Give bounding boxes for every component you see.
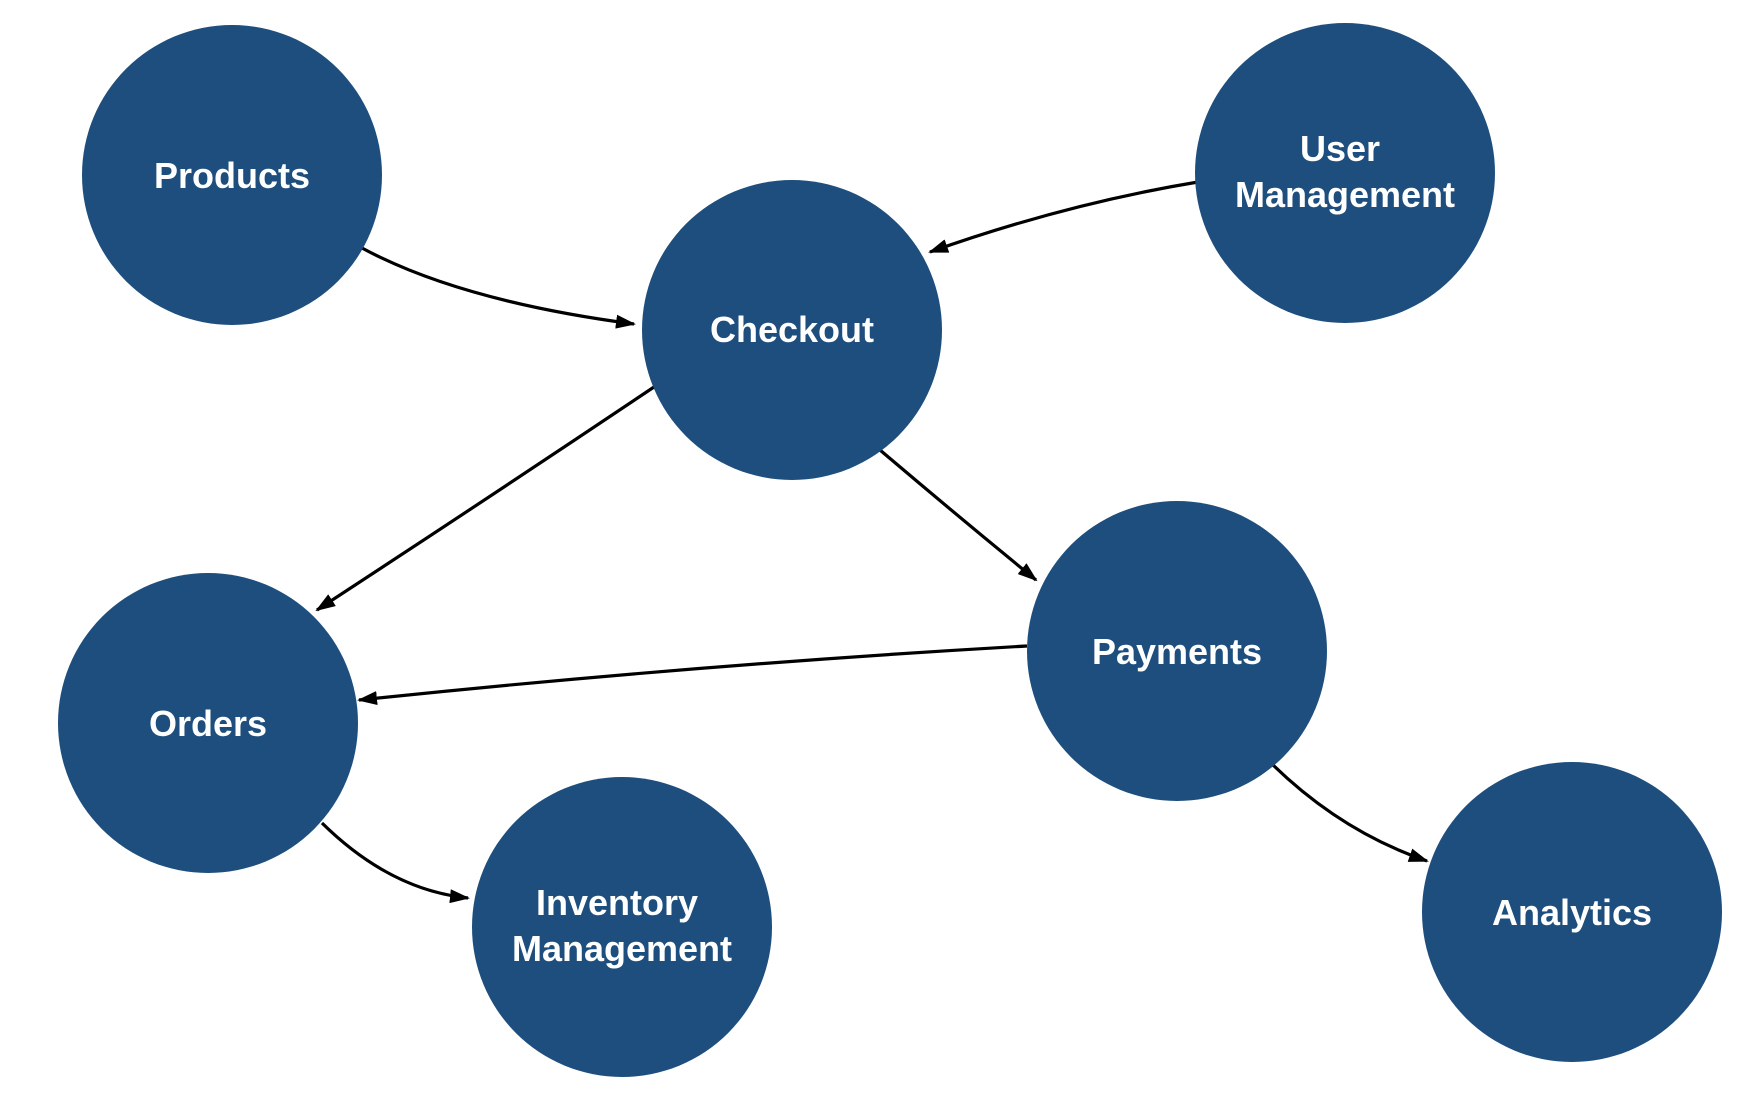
nodes-layer: Products Checkout User Management Orders… bbox=[58, 23, 1722, 1077]
node-checkout[interactable]: Checkout bbox=[642, 180, 942, 480]
edge-user-management-to-checkout bbox=[928, 180, 1199, 254]
edge-payments-to-analytics bbox=[1271, 763, 1429, 863]
node-user-management-circle[interactable] bbox=[1195, 23, 1495, 323]
node-user-management-label: User Management bbox=[1235, 128, 1455, 215]
node-analytics-circle[interactable] bbox=[1422, 762, 1722, 1062]
node-orders-circle[interactable] bbox=[58, 573, 358, 873]
node-payments-label: Payments bbox=[1092, 631, 1262, 672]
node-inventory-management-label: Inventory Management bbox=[512, 882, 732, 969]
node-checkout-label: Checkout bbox=[710, 309, 874, 350]
edges-layer bbox=[315, 180, 1429, 904]
edge-checkout-to-orders bbox=[315, 385, 655, 612]
node-products[interactable]: Products bbox=[82, 25, 382, 325]
node-payments-circle[interactable] bbox=[1027, 501, 1327, 801]
node-user-management[interactable]: User Management bbox=[1195, 23, 1495, 323]
node-products-circle[interactable] bbox=[82, 25, 382, 325]
node-payments[interactable]: Payments bbox=[1027, 501, 1327, 801]
node-inventory-management-circle[interactable] bbox=[472, 777, 772, 1077]
node-products-label: Products bbox=[154, 155, 310, 196]
edge-payments-to-orders bbox=[357, 644, 1028, 706]
node-checkout-circle[interactable] bbox=[642, 180, 942, 480]
node-analytics[interactable]: Analytics bbox=[1422, 762, 1722, 1062]
node-analytics-label: Analytics bbox=[1492, 892, 1652, 933]
edge-products-to-checkout bbox=[361, 246, 636, 329]
edge-orders-to-inventory-management bbox=[320, 821, 470, 904]
node-orders[interactable]: Orders bbox=[58, 573, 358, 873]
edge-checkout-to-payments bbox=[878, 448, 1038, 582]
node-inventory-management[interactable]: Inventory Management bbox=[472, 777, 772, 1077]
node-orders-label: Orders bbox=[149, 703, 267, 744]
